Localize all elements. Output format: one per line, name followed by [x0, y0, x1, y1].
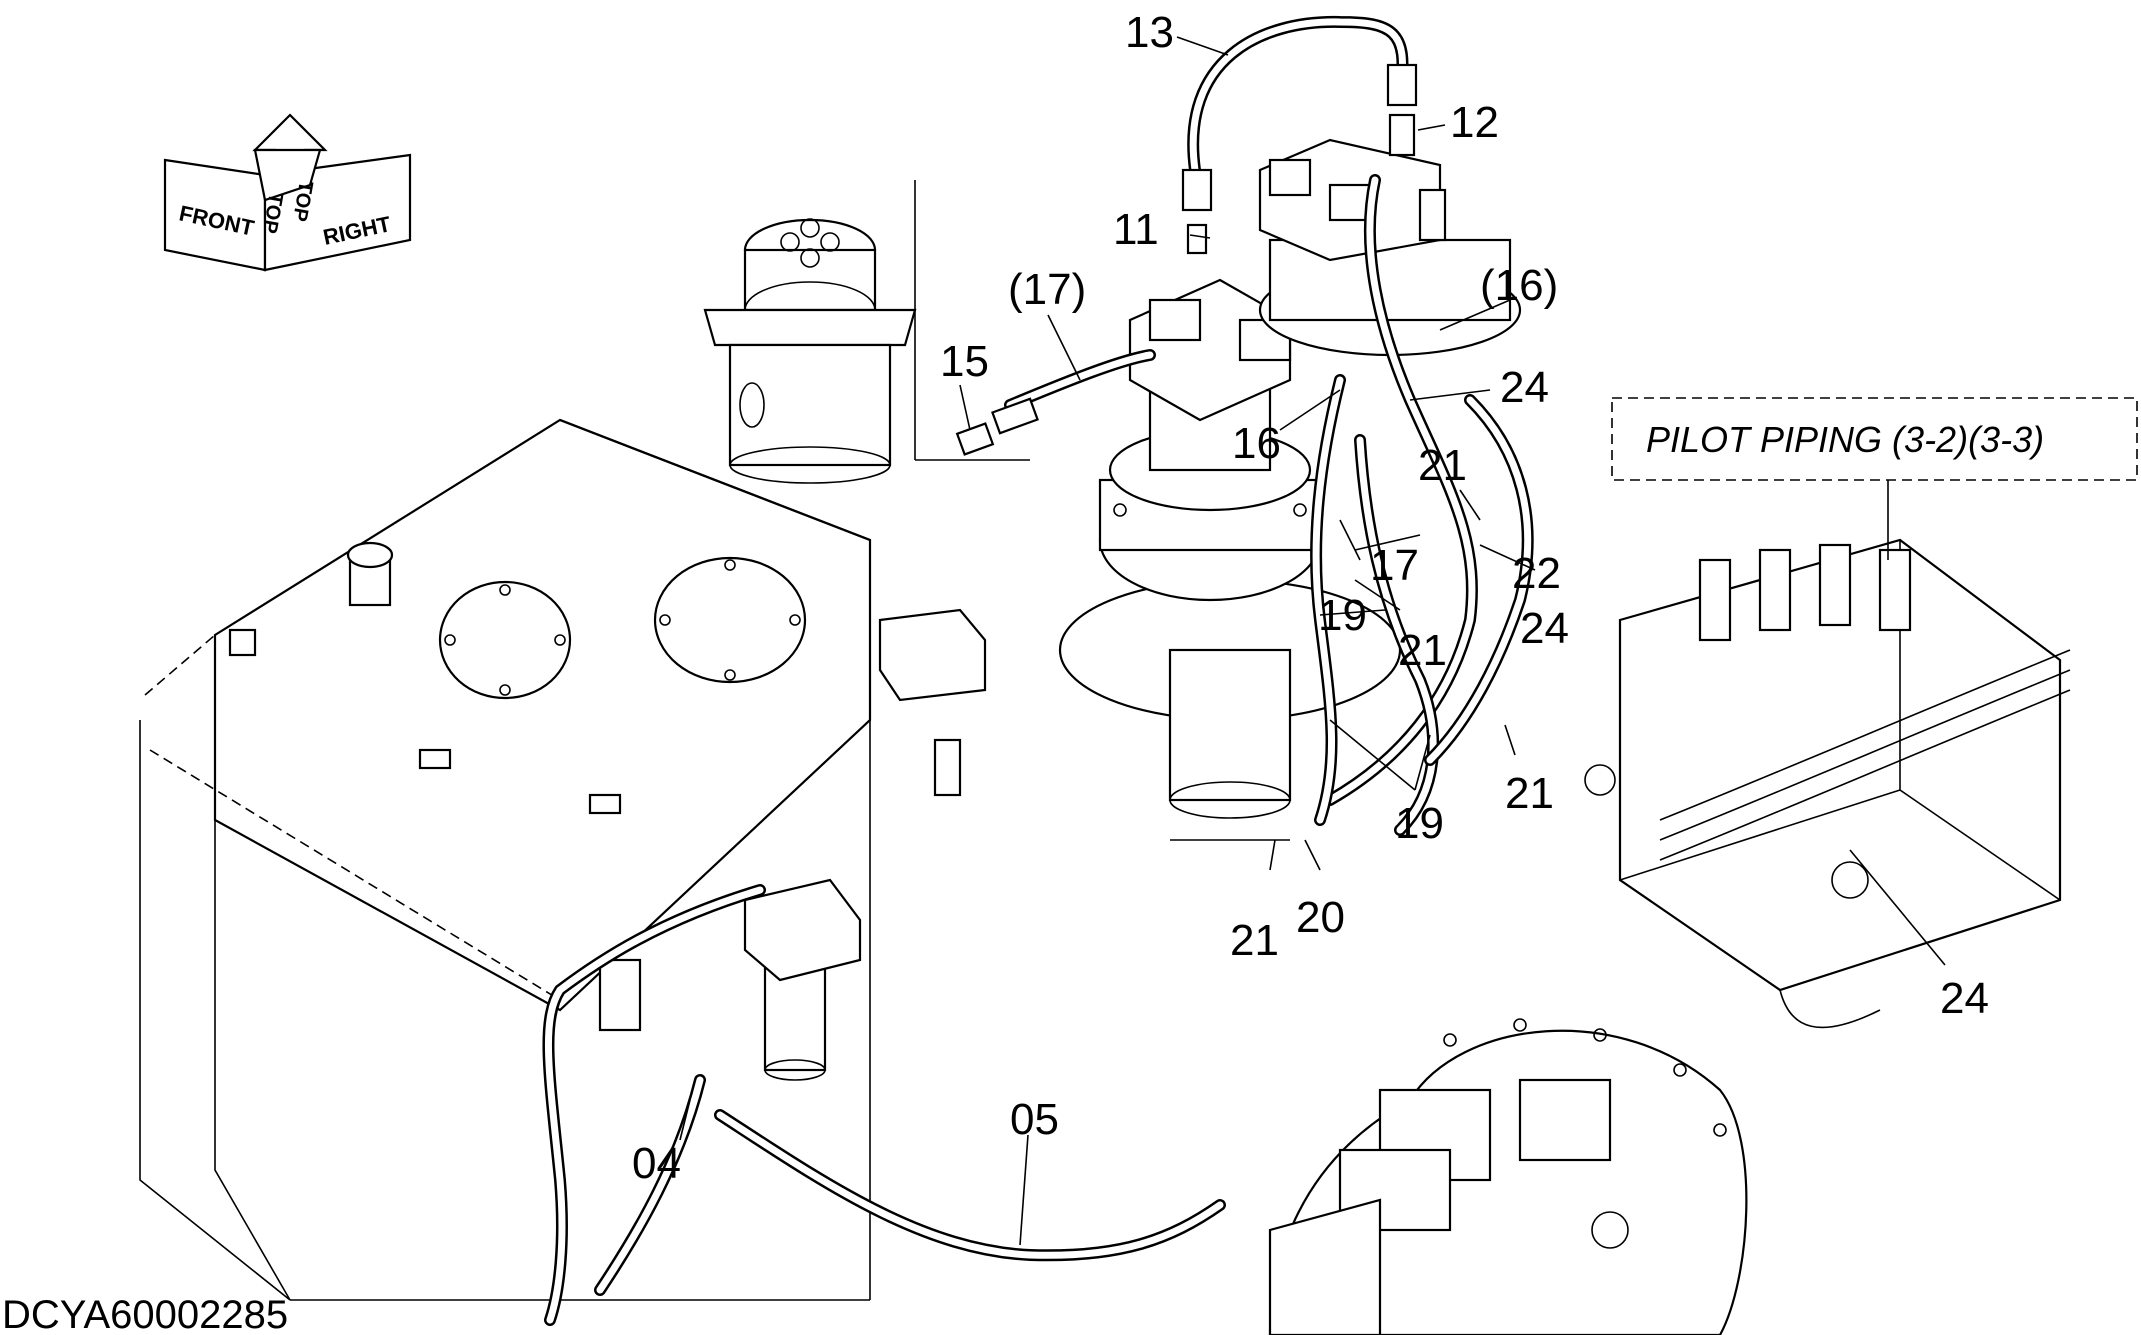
- reference-box: PILOT PIPING (3-2)(3-3): [1611, 397, 2138, 560]
- callout-15: 15: [940, 337, 989, 386]
- callout-05: 05: [1010, 1095, 1059, 1144]
- callout-16-ref: (16): [1480, 261, 1558, 310]
- drawing-code: DCYA60002285: [2, 1293, 288, 1335]
- callout-04: 04: [632, 1139, 681, 1188]
- callout-20: 20: [1296, 893, 1345, 942]
- callout-19-upper: 19: [1318, 591, 1367, 640]
- callout-24-upper: 24: [1500, 363, 1549, 412]
- callout-22: 22: [1512, 549, 1561, 598]
- line-filter: [743, 878, 862, 1081]
- callout-19-lower: 19: [1395, 799, 1444, 848]
- leader-lines: [679, 36, 1946, 1246]
- control-valve: [1584, 538, 2071, 1029]
- hose-19: [1310, 374, 1534, 836]
- callout-21-lower: 21: [1230, 916, 1279, 965]
- swing-motor-rear: [1258, 138, 1522, 357]
- reference-note: PILOT PIPING (3-2)(3-3): [1646, 419, 2044, 460]
- callout-24-valve: 24: [1940, 974, 1989, 1023]
- callout-17-ref: (17): [1008, 265, 1086, 314]
- callout-12: 12: [1450, 98, 1499, 147]
- main-pump: [1268, 1018, 1748, 1335]
- fitting-11: [1181, 168, 1213, 255]
- fitting-12: [1386, 63, 1418, 157]
- callouts: 13 12 11 (17) (16) 15 24 16 21 17 22 19 …: [632, 8, 1989, 1188]
- callout-24-mid: 24: [1520, 604, 1569, 653]
- check-valve-block: [878, 608, 987, 797]
- swing-motor: [1058, 278, 1402, 841]
- callout-21-upper: 21: [1418, 441, 1467, 490]
- center-joint: [703, 180, 1030, 484]
- hydraulic-tank-frame: [139, 418, 872, 1301]
- callout-13: 13: [1125, 8, 1174, 57]
- pilot-lines-tank: [542, 884, 766, 1326]
- callout-11: 11: [1113, 205, 1159, 254]
- hose-05: [714, 1109, 1226, 1262]
- hose-16: [1324, 174, 1478, 806]
- callout-17: 17: [1370, 541, 1419, 590]
- hose-17-ref: [1004, 349, 1156, 411]
- callout-21-right: 21: [1505, 769, 1554, 818]
- callout-16: 16: [1232, 419, 1281, 468]
- hose-13: [1187, 15, 1409, 176]
- orientation-indicator: FRONT TOP TOP RIGHT: [163, 113, 412, 272]
- callout-21-mid: 21: [1398, 626, 1447, 675]
- fitting-15: [955, 397, 1039, 456]
